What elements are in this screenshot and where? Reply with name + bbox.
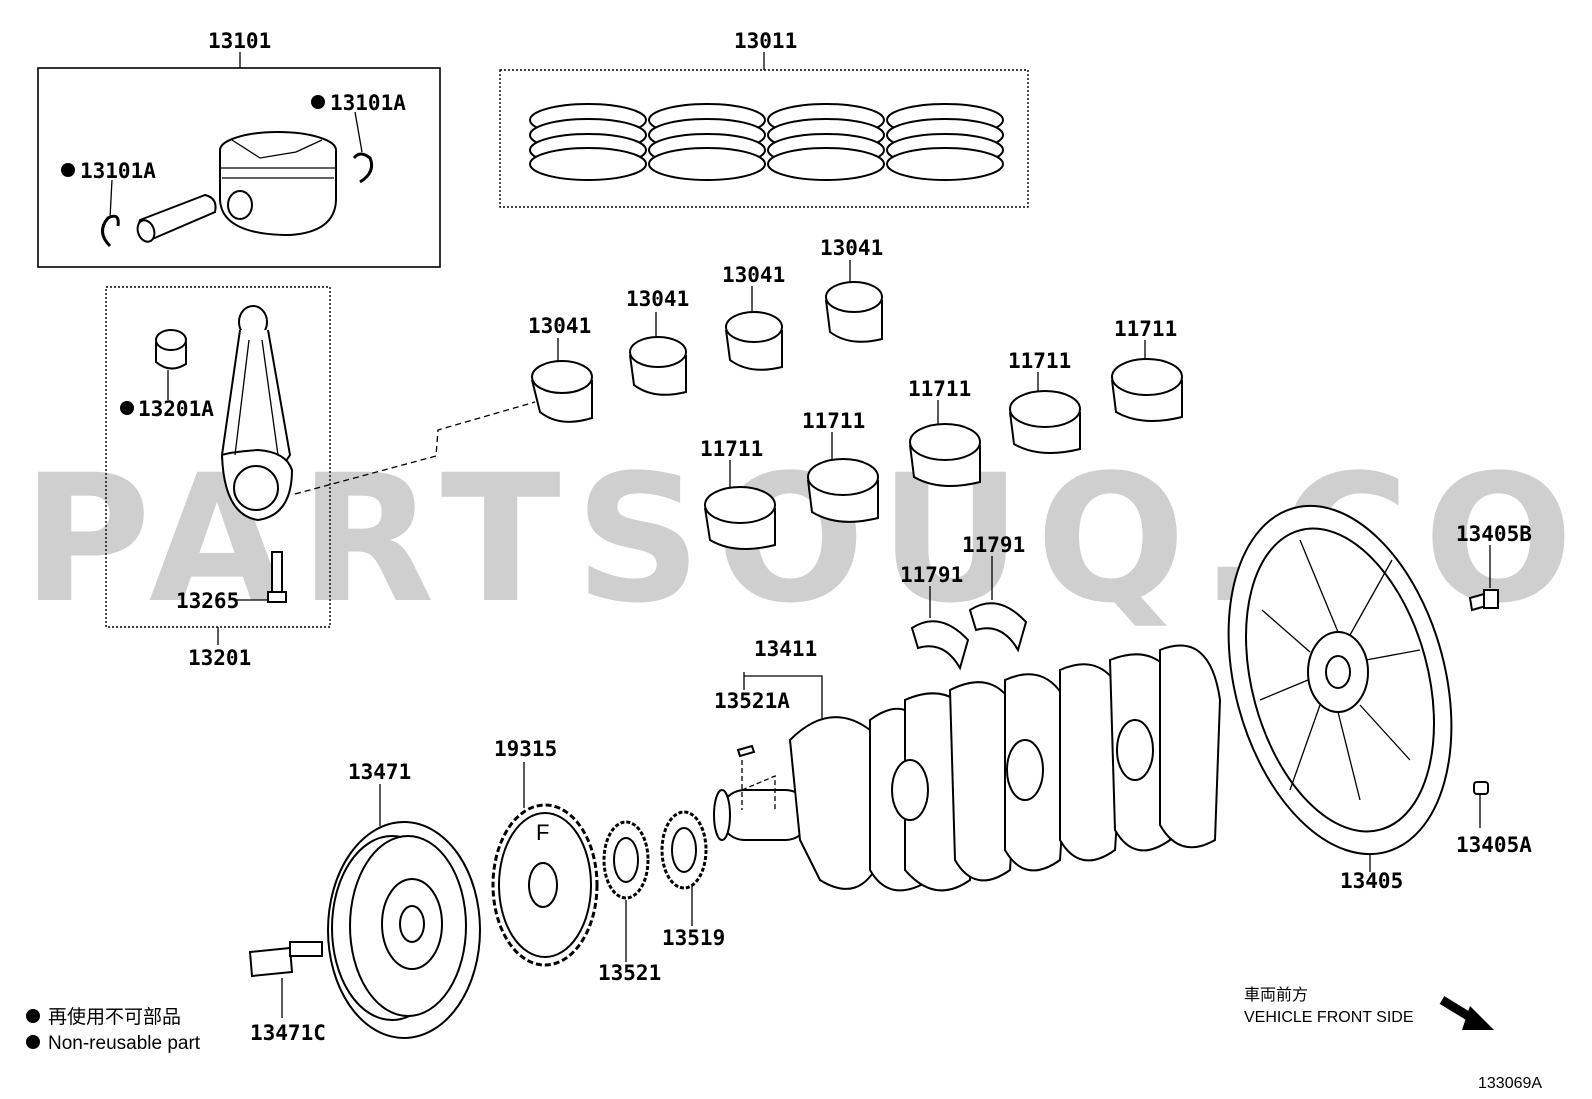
crankshaft[interactable] (713, 644, 1222, 892)
label-13471c[interactable]: 13471C (250, 1021, 326, 1045)
label-13265[interactable]: 13265 (176, 589, 239, 613)
rod-bearing-2[interactable] (629, 312, 687, 396)
direction-english: VEHICLE FRONT SIDE (1244, 1009, 1414, 1026)
label-11711-d[interactable]: 11711 (1008, 349, 1071, 373)
rod-bolt-icon (267, 551, 287, 603)
label-13519[interactable]: 13519 (662, 926, 725, 950)
label-13201[interactable]: 13201 (188, 646, 251, 670)
label-19315[interactable]: 19315 (494, 737, 557, 761)
label-13101a-right[interactable]: 13101A (330, 91, 406, 115)
legend-dot (26, 1009, 40, 1023)
label-13041-a[interactable]: 13041 (528, 314, 591, 338)
rod-bearing-1[interactable] (531, 338, 593, 423)
crank-sprocket-13519[interactable] (660, 810, 708, 926)
assembly-guide-line (294, 401, 536, 495)
piston-icon (219, 131, 337, 237)
label-13471[interactable]: 13471 (348, 760, 411, 784)
label-11711-c[interactable]: 11711 (908, 377, 971, 401)
thrust-washer-1[interactable] (910, 586, 970, 671)
label-11791-a[interactable]: 11791 (900, 563, 963, 587)
non-reusable-dot (120, 401, 134, 415)
timing-rotor[interactable]: F (491, 762, 599, 967)
main-bearing-5[interactable] (1111, 340, 1183, 422)
ring-set-4-icon (886, 103, 1004, 181)
label-13405b[interactable]: 13405B (1456, 522, 1532, 546)
label-13011[interactable]: 13011 (734, 29, 797, 53)
label-11711-b[interactable]: 11711 (802, 409, 865, 433)
drive-plate-icon (1227, 504, 1453, 856)
rod-bearing-4[interactable] (825, 260, 883, 343)
legend: 再使用不可部品 Non-reusable part (26, 1006, 201, 1054)
label-13411[interactable]: 13411 (754, 637, 817, 661)
label-13521a[interactable]: 13521A (714, 689, 790, 713)
label-13201a[interactable]: 13201A (138, 397, 214, 421)
label-11711-a[interactable]: 11711 (700, 437, 763, 461)
label-13101a-left[interactable]: 13101A (80, 159, 156, 183)
ring-set-1-icon (529, 103, 647, 181)
label-13041-b[interactable]: 13041 (626, 287, 689, 311)
crank-pulley-bolt[interactable] (248, 941, 323, 1018)
snap-ring-left-icon (101, 214, 120, 248)
connecting-rod-icon (220, 305, 294, 522)
piston-group[interactable] (37, 52, 441, 268)
crank-pulley[interactable] (327, 784, 481, 1039)
ring-set-2-icon (648, 103, 766, 181)
piston-ring-set[interactable] (499, 52, 1029, 208)
timing-rotor-icon: F (491, 803, 599, 967)
svg-text:F: F (536, 820, 549, 845)
crank-pulley-icon (327, 821, 481, 1039)
non-reusable-dot (61, 163, 75, 177)
label-13405a[interactable]: 13405A (1456, 833, 1532, 857)
label-13405[interactable]: 13405 (1340, 869, 1403, 893)
drive-plate-pin[interactable] (1473, 781, 1489, 828)
rod-bushing-icon (155, 329, 187, 370)
piston-pin-icon (136, 193, 217, 243)
thrust-washer-2[interactable] (968, 556, 1028, 653)
arrow-down-right-icon (1439, 996, 1494, 1030)
label-11791-b[interactable]: 11791 (962, 533, 1025, 557)
drive-plate[interactable] (1193, 481, 1488, 879)
non-reusable-dot (311, 95, 325, 109)
legend-dot (26, 1035, 40, 1049)
drive-plate-bolt[interactable] (1468, 545, 1499, 612)
rod-bearing-3[interactable] (725, 286, 783, 371)
label-11711-e[interactable]: 11711 (1114, 317, 1177, 341)
label-13041-d[interactable]: 13041 (820, 236, 883, 260)
main-bearing-2[interactable] (807, 432, 879, 523)
legend-japanese: 再使用不可部品 (48, 1006, 181, 1028)
label-13041-c[interactable]: 13041 (722, 263, 785, 287)
main-bearing-1[interactable] (704, 460, 776, 550)
main-bearing-4[interactable] (1009, 372, 1081, 454)
label-13521[interactable]: 13521 (598, 961, 661, 985)
label-13101[interactable]: 13101 (208, 29, 271, 53)
crankshaft-icon (713, 644, 1222, 892)
crank-key-icon (736, 744, 756, 758)
direction-japanese: 車両前方 (1244, 986, 1308, 1004)
crank-sprocket-13521[interactable] (602, 820, 650, 962)
vehicle-front-indicator: 車両前方 VEHICLE FRONT SIDE (1244, 986, 1494, 1030)
legend-english: Non-reusable part (48, 1033, 201, 1054)
main-bearing-3[interactable] (909, 400, 981, 487)
snap-ring-right-icon (352, 152, 374, 184)
diagram-id: 133069A (1478, 1075, 1542, 1092)
ring-set-3-icon (767, 103, 885, 181)
connecting-rod-group[interactable] (105, 286, 331, 645)
